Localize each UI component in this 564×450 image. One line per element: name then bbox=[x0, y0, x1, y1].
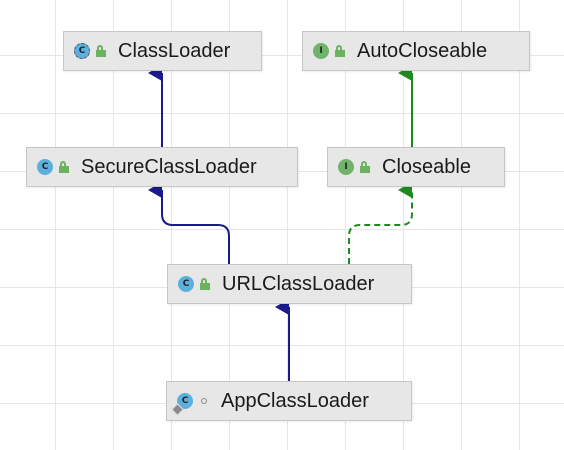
abstract-class-icon: C bbox=[74, 43, 90, 59]
public-lock-icon bbox=[335, 45, 345, 57]
interface-icon: I bbox=[313, 43, 329, 59]
node-label: AutoCloseable bbox=[357, 39, 488, 62]
interface-icon: I bbox=[338, 159, 354, 175]
class-icon: C bbox=[171, 393, 193, 416]
public-lock-icon bbox=[360, 161, 370, 173]
node-autocloseable[interactable]: I AutoCloseable bbox=[302, 31, 530, 71]
node-closeable[interactable]: I Closeable bbox=[327, 147, 505, 187]
node-label: SecureClassLoader bbox=[81, 155, 257, 178]
package-private-icon bbox=[199, 395, 209, 407]
edge-urlclassloader-extends-secureclassloader bbox=[148, 182, 230, 264]
public-lock-icon bbox=[96, 45, 106, 57]
node-appclassloader[interactable]: C AppClassLoader bbox=[166, 381, 412, 421]
public-lock-icon bbox=[59, 161, 69, 173]
node-urlclassloader[interactable]: C URLClassLoader bbox=[167, 264, 412, 304]
node-label: ClassLoader bbox=[118, 39, 231, 62]
edge-urlclassloader-implements-closeable bbox=[348, 182, 413, 264]
class-icon: C bbox=[37, 159, 53, 175]
node-label: Closeable bbox=[382, 155, 471, 178]
node-secureclassloader[interactable]: C SecureClassLoader bbox=[26, 147, 298, 187]
public-lock-icon bbox=[200, 278, 210, 290]
class-icon: C bbox=[178, 276, 194, 292]
class-glyph: C bbox=[181, 396, 189, 406]
node-classloader[interactable]: C ClassLoader bbox=[63, 31, 262, 71]
node-label: AppClassLoader bbox=[221, 389, 369, 412]
node-label: URLClassLoader bbox=[222, 272, 375, 295]
